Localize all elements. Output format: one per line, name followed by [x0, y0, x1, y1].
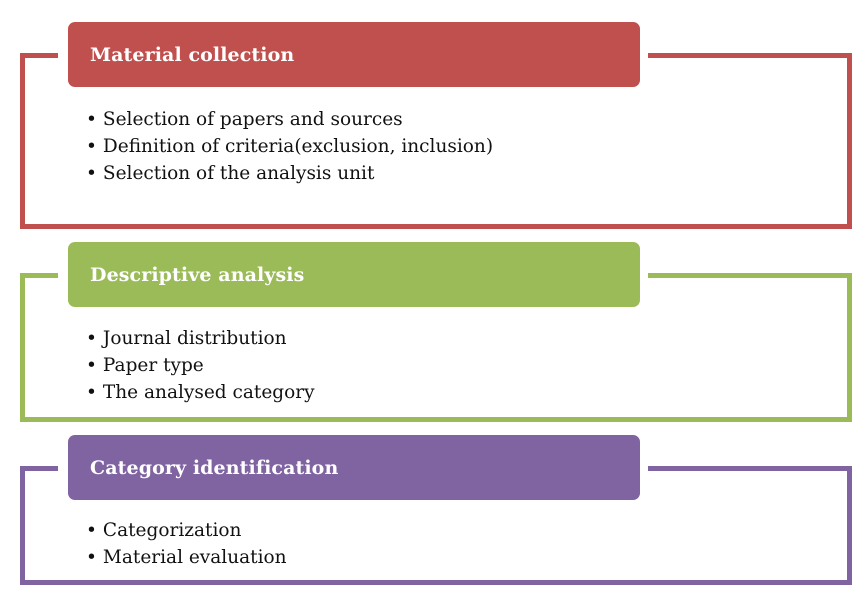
list-item: The analysed category: [86, 379, 315, 406]
section-title: Material collection: [90, 43, 295, 66]
section-title: Descriptive analysis: [90, 263, 305, 286]
section-item-list: Categorization Material evaluation: [86, 517, 287, 571]
section-header: Category identification: [68, 435, 640, 500]
list-item: Definition of criteria(exclusion, inclus…: [86, 133, 493, 160]
section-material-collection: Material collection Selection of papers …: [20, 22, 852, 229]
section-item-list: Journal distribution Paper type The anal…: [86, 325, 315, 406]
list-item: Categorization: [86, 517, 287, 544]
section-header: Material collection: [68, 22, 640, 87]
list-item: Selection of the analysis unit: [86, 160, 493, 187]
section-title: Category identification: [90, 456, 339, 479]
section-category-identification: Category identification Categorization M…: [20, 435, 852, 585]
section-item-list: Selection of papers and sources Definiti…: [86, 106, 493, 187]
list-item: Journal distribution: [86, 325, 315, 352]
list-item: Material evaluation: [86, 544, 287, 571]
section-header: Descriptive analysis: [68, 242, 640, 307]
section-descriptive-analysis: Descriptive analysis Journal distributio…: [20, 242, 852, 422]
list-item: Paper type: [86, 352, 315, 379]
list-item: Selection of papers and sources: [86, 106, 493, 133]
